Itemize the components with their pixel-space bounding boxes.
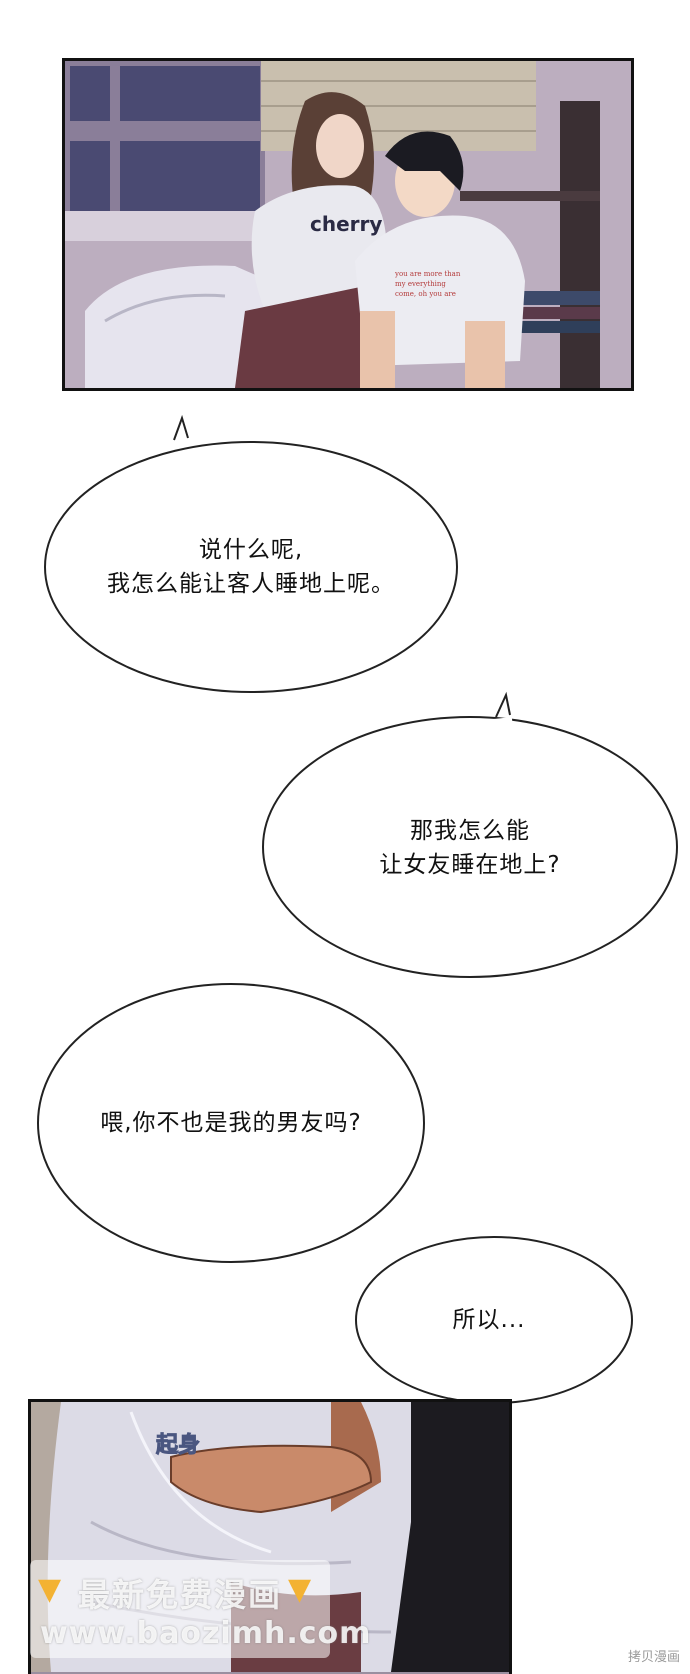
- shirt-text-line-2: my everything: [395, 280, 446, 288]
- bubble-2-line-1: 那我怎么能: [410, 817, 530, 844]
- shirt-text-line-3: come, oh you are: [395, 290, 456, 298]
- sfx-stand-up: 起身: [155, 1432, 200, 1458]
- speech-bubble-3-shape: [37, 983, 425, 1263]
- bubble-2-line-2: 让女友睡在地上?: [379, 851, 561, 878]
- speech-bubble-4: 所以...: [354, 1235, 634, 1405]
- panel-top-artwork: cherry you are more than my everything c…: [65, 61, 631, 388]
- pointing-hand-icon: ▼: [38, 1572, 62, 1607]
- shirt-text-line-1: you are more than: [394, 270, 461, 278]
- speech-bubble-1-shape: [44, 414, 458, 693]
- speech-bubble-1: 说什么呢, 我怎么能让客人睡地上呢。: [42, 414, 460, 696]
- speech-bubble-3: 喂,你不也是我的男友吗?: [36, 982, 426, 1264]
- watermark-badge: ▼ 最新免费漫画 ▼ www.baozimh.com: [30, 1560, 370, 1658]
- watermark-url: www.baozimh.com: [40, 1616, 372, 1651]
- bubble-3-line-1: 喂,你不也是我的男友吗?: [100, 1110, 362, 1136]
- pointing-hand-icon-right: ▼: [288, 1572, 312, 1607]
- speech-bubble-2-shape: [262, 691, 678, 978]
- bubble-1-line-1: 说什么呢,: [198, 537, 304, 563]
- watermark-title: 最新免费漫画: [78, 1576, 283, 1614]
- comic-panel-top: cherry you are more than my everything c…: [62, 58, 634, 391]
- bubble-1-line-2: 我怎么能让客人睡地上呢。: [107, 571, 395, 597]
- shirt-text-cherry: cherry: [310, 212, 382, 236]
- credit-text: 拷贝漫画: [627, 1650, 680, 1665]
- speech-bubble-2: 那我怎么能 让女友睡在地上?: [260, 691, 680, 980]
- bubble-4-line-1: 所以...: [452, 1307, 526, 1333]
